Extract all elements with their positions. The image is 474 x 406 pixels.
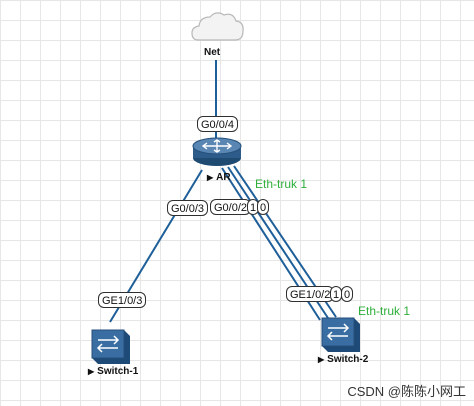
watermark: CSDN @陈陈小网工 bbox=[347, 384, 466, 399]
trunk-label-ar: Eth-truk 1 bbox=[255, 177, 308, 191]
port-label-ge103[interactable]: GE1/0/3 bbox=[98, 292, 147, 308]
expand-triangle-icon[interactable]: ▶ bbox=[88, 367, 95, 376]
expand-triangle-icon[interactable]: ▶ bbox=[318, 355, 325, 364]
cloud-icon[interactable] bbox=[191, 12, 244, 41]
node-label-ar-text: AR bbox=[216, 172, 231, 183]
links bbox=[109, 60, 337, 323]
port-label-ge100[interactable]: 0 bbox=[341, 286, 354, 302]
node-label-net: Net bbox=[204, 47, 221, 58]
port-label-g002[interactable]: G0/0/2 bbox=[210, 199, 252, 215]
expand-triangle-icon[interactable]: ▶ bbox=[207, 173, 214, 182]
node-label-switch2: ▶Switch-2 bbox=[318, 354, 368, 365]
node-label-switch1: ▶Switch-1 bbox=[88, 366, 138, 377]
trunk-label-switch2: Eth-truk 1 bbox=[358, 304, 411, 318]
port-label-ge102[interactable]: GE1/0/2 bbox=[286, 286, 335, 302]
node-label-switch1-text: Switch-1 bbox=[97, 366, 139, 377]
port-label-g000[interactable]: 0 bbox=[257, 199, 270, 215]
router-icon[interactable] bbox=[192, 137, 242, 166]
port-label-g003[interactable]: G0/0/3 bbox=[167, 200, 209, 216]
node-label-ar: ▶AR bbox=[207, 172, 231, 183]
node-label-switch2-text: Switch-2 bbox=[327, 354, 369, 365]
port-label-g004[interactable]: G0/0/4 bbox=[197, 116, 239, 132]
switch-icon[interactable] bbox=[321, 317, 360, 352]
switch-icon[interactable] bbox=[91, 329, 130, 364]
